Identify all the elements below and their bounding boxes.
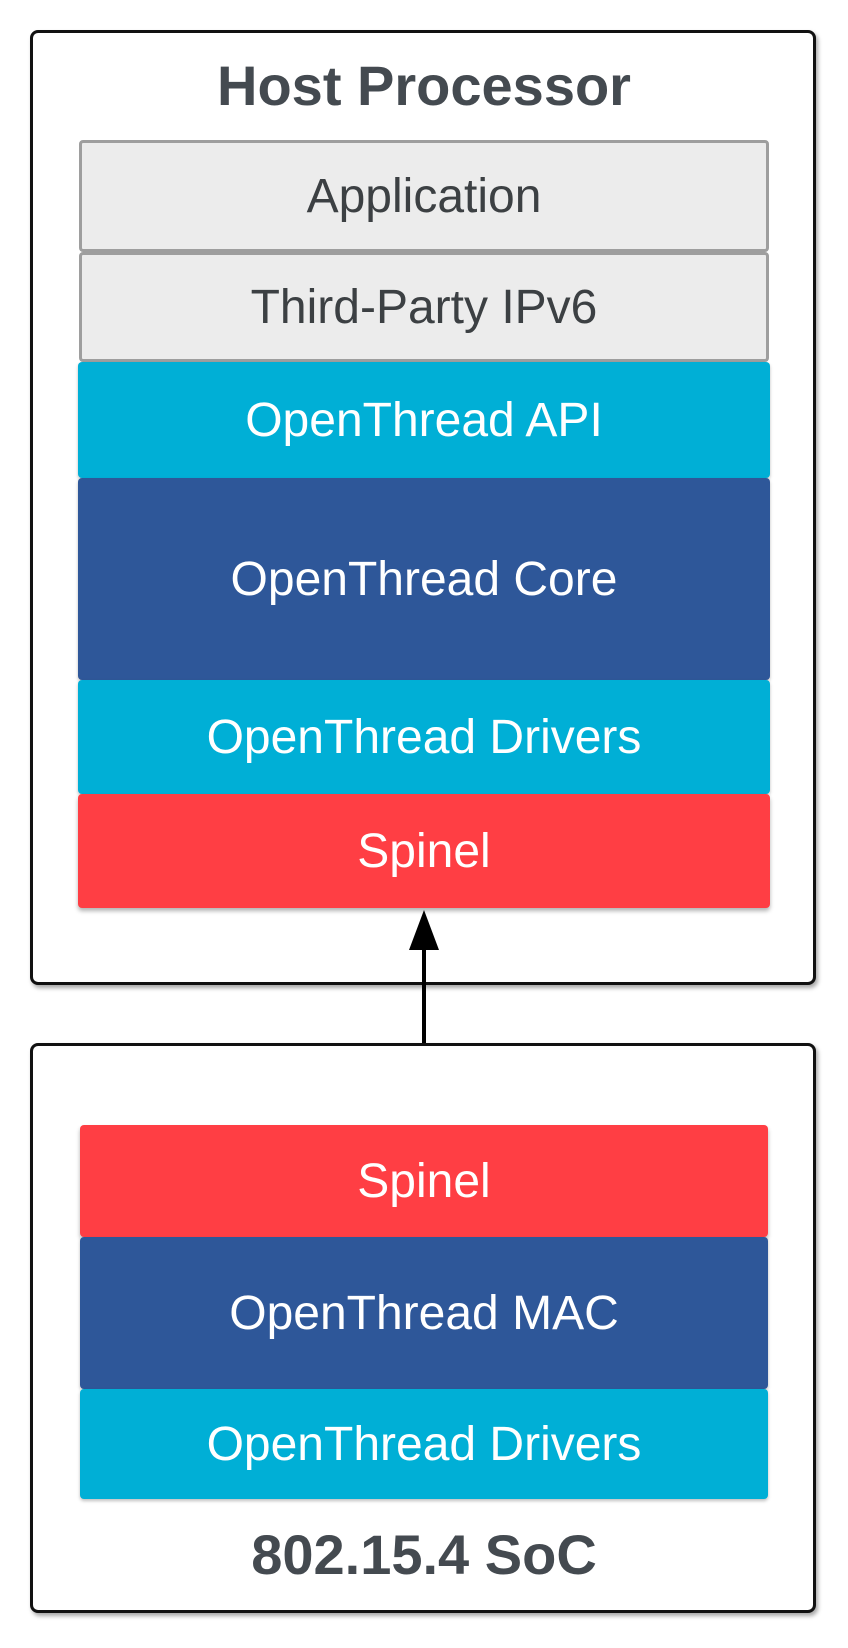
layer-openthread-core: OpenThread Core — [78, 478, 770, 680]
host-processor-title: Host Processor — [217, 54, 631, 117]
layer-host-spinel: Spinel — [78, 794, 770, 908]
layer-soc-openthread-drivers: OpenThread Drivers — [80, 1389, 768, 1499]
layer-host-openthread-drivers: OpenThread Drivers — [78, 680, 770, 794]
layer-openthread-mac: OpenThread MAC — [80, 1237, 768, 1389]
layer-third-party-ipv6: Third-Party IPv6 — [79, 252, 769, 362]
layer-application: Application — [79, 140, 769, 252]
layer-soc-spinel: Spinel — [80, 1125, 768, 1237]
soc-title: 802.15.4 SoC — [251, 1523, 597, 1586]
layer-openthread-api: OpenThread API — [78, 362, 770, 478]
